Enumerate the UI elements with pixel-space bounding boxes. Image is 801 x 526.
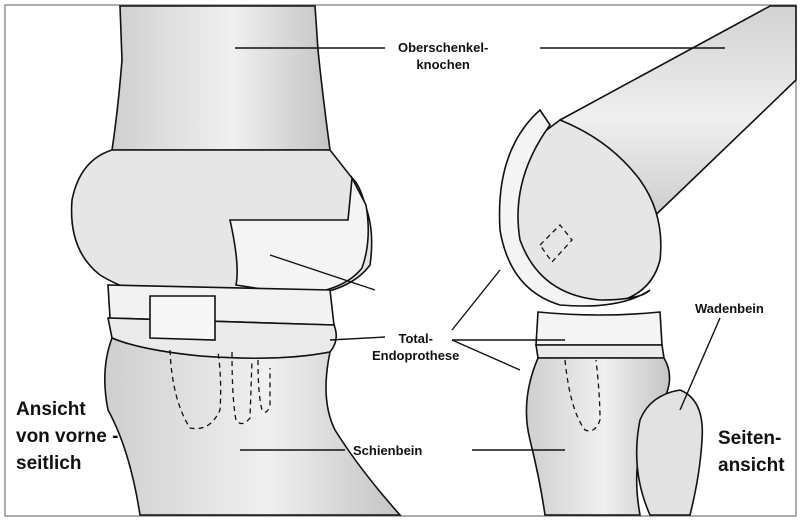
label-side-view: Seiten- ansicht xyxy=(718,425,785,479)
front-femur-shaft xyxy=(112,6,330,150)
leader-prosthesis-down xyxy=(452,340,520,370)
label-front-view-line2: von vorne - xyxy=(16,423,118,450)
side-fibula xyxy=(637,390,703,515)
label-front-view-line1: Ansicht xyxy=(16,396,118,423)
label-prosthesis-line2: Endoprothese xyxy=(372,347,459,364)
label-tibia: Schienbein xyxy=(353,442,422,459)
label-fibula: Wadenbein xyxy=(695,300,764,317)
label-femur-line1: Oberschenkel- xyxy=(398,39,488,56)
label-side-view-line1: Seiten- xyxy=(718,425,785,452)
label-prosthesis: Total- Endoprothese xyxy=(372,330,459,364)
side-tibial-tray xyxy=(536,345,664,358)
label-front-view-line3: seitlich xyxy=(16,450,118,477)
label-prosthesis-line1: Total- xyxy=(372,330,459,347)
label-front-view: Ansicht von vorne - seitlich xyxy=(16,396,118,477)
leader-fibula xyxy=(680,318,720,410)
front-view-knee xyxy=(72,6,400,515)
label-femur-line2: knochen xyxy=(398,56,488,73)
label-side-view-line2: ansicht xyxy=(718,452,785,479)
front-tray-stem-block xyxy=(150,296,215,340)
label-femur: Oberschenkel- knochen xyxy=(398,39,488,73)
leader-prosthesis-up xyxy=(452,270,500,330)
